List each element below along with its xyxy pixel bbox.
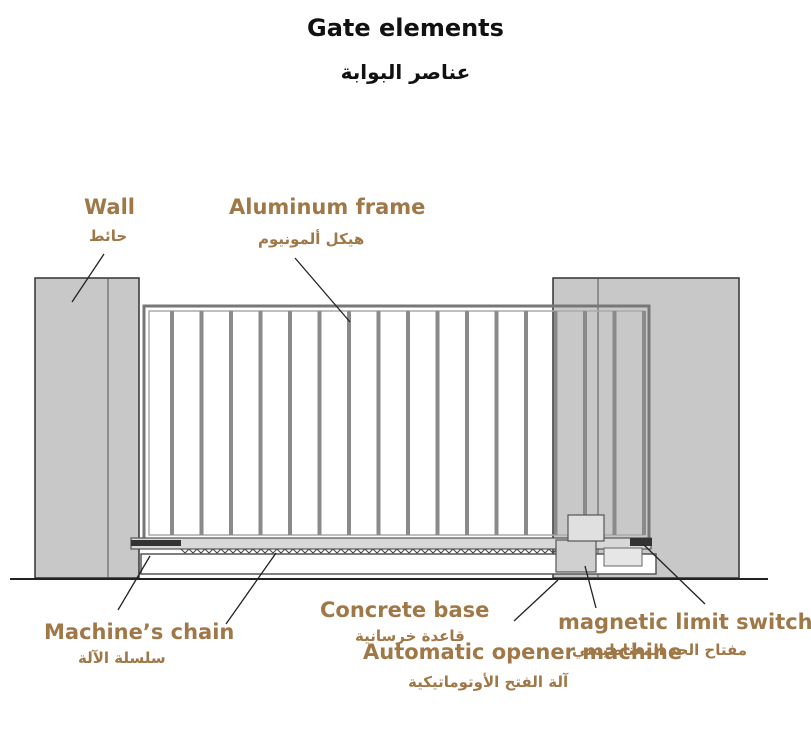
concrete-base [140, 553, 657, 575]
aluminum-frame [142, 304, 651, 542]
opener-label: Automatic opener machine [363, 640, 683, 664]
left-wall [34, 277, 140, 579]
switch-label: magnetic limit switch [558, 610, 811, 634]
chain-label-arabic: سلسلة الآلة [78, 649, 166, 667]
diagram-title: Gate elements [307, 14, 504, 42]
opener-label-arabic: آلة الفتح الأوتوماتيكية [408, 673, 569, 691]
wall-label-arabic: حائط [89, 227, 128, 245]
diagram-subtitle-arabic: عناصر البوابة [340, 60, 471, 84]
frame-label-arabic: هيكل ألمونيوم [258, 230, 365, 248]
opener-machine [555, 539, 597, 573]
switch-label-arabic: مفتاح الحد المغناطيسي [572, 641, 748, 659]
concrete-label: Concrete base [320, 598, 490, 622]
chain-label: Machine’s chain [44, 620, 235, 644]
concrete-label-arabic: قاعدة خرسانية [355, 627, 465, 645]
limit-switch [630, 538, 652, 546]
frame-label: Aluminum frame [229, 195, 426, 219]
wall-label: Wall [84, 195, 135, 219]
